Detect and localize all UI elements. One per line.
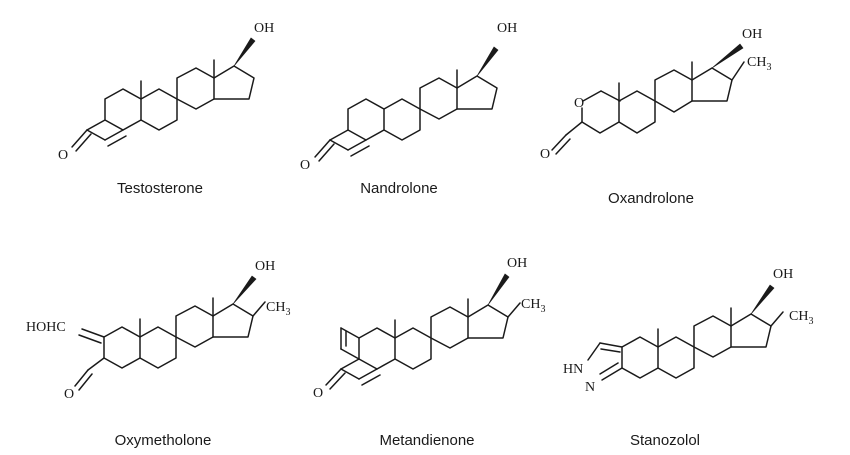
- atom-label-oh: OH: [773, 267, 793, 282]
- subscript-three: 3: [285, 307, 290, 318]
- skeleton-nandrolone: [314, 69, 498, 162]
- subscript-three: 3: [540, 304, 545, 315]
- skeleton-oxandrolone: [551, 61, 745, 155]
- atom-label-ch3: CH3: [747, 55, 771, 73]
- subscript-three: 3: [808, 316, 813, 327]
- atom-label-ch: CH: [266, 300, 285, 315]
- molecule-name: Oxymetholone: [115, 432, 212, 449]
- skeleton-metandienone: [325, 298, 521, 390]
- subscript-three: 3: [766, 62, 771, 73]
- wedge-bond: [232, 275, 257, 305]
- molecule-nandrolone: OH O Nandrolone: [300, 21, 517, 197]
- atom-label-ch3: CH3: [521, 297, 545, 315]
- atom-label-o: O: [313, 386, 323, 401]
- molecule-stanozolol: OH CH3 HN N Stanozolol: [563, 267, 813, 449]
- molecule-oxandrolone: OH CH3 O O Oxandrolone: [540, 27, 771, 207]
- atom-label-o: O: [300, 158, 310, 173]
- atom-label-oh: OH: [507, 256, 527, 271]
- atom-label-n: N: [585, 380, 595, 395]
- molecule-name: Nandrolone: [360, 180, 438, 197]
- wedge-bond: [476, 46, 499, 77]
- molecule-name: Oxandrolone: [608, 190, 694, 207]
- skeleton-oxymetholone: [74, 297, 266, 391]
- wedge-bond: [711, 43, 744, 69]
- atom-label-ch: CH: [789, 309, 808, 324]
- wedge-bond: [487, 273, 510, 306]
- atom-label-oh: OH: [255, 259, 275, 274]
- atom-label-o: O: [64, 387, 74, 402]
- skeleton-stanozolol: [587, 307, 784, 381]
- molecule-name: Metandienone: [379, 432, 474, 449]
- molecule-testosterone: OH O Testosterone: [58, 21, 274, 197]
- atom-label-ch: CH: [747, 55, 766, 70]
- atom-label-o: O: [58, 148, 68, 163]
- atom-label-ch3: CH3: [266, 300, 290, 318]
- molecule-oxymetholone: OH CH3 HOHC O Oxymetholone: [26, 259, 290, 449]
- atom-label-oh: OH: [254, 21, 274, 36]
- molecule-metandienone: OH CH3 O Metandienone: [313, 256, 545, 449]
- atom-label-o: O: [540, 147, 550, 162]
- atom-label-oh: OH: [742, 27, 762, 42]
- atom-label-ring-o: O: [574, 96, 584, 111]
- wedge-bond: [750, 284, 775, 315]
- atom-label-ch3: CH3: [789, 309, 813, 327]
- molecule-name: Testosterone: [117, 180, 203, 197]
- atom-label-oh: OH: [497, 21, 517, 36]
- atom-label-ch: CH: [521, 297, 540, 312]
- skeleton-testosterone: [71, 59, 255, 152]
- wedge-bond: [233, 37, 256, 67]
- molecule-name: Stanozolol: [630, 432, 700, 449]
- atom-label-hn: HN: [563, 362, 583, 377]
- atom-label-hohc: HOHC: [26, 320, 66, 335]
